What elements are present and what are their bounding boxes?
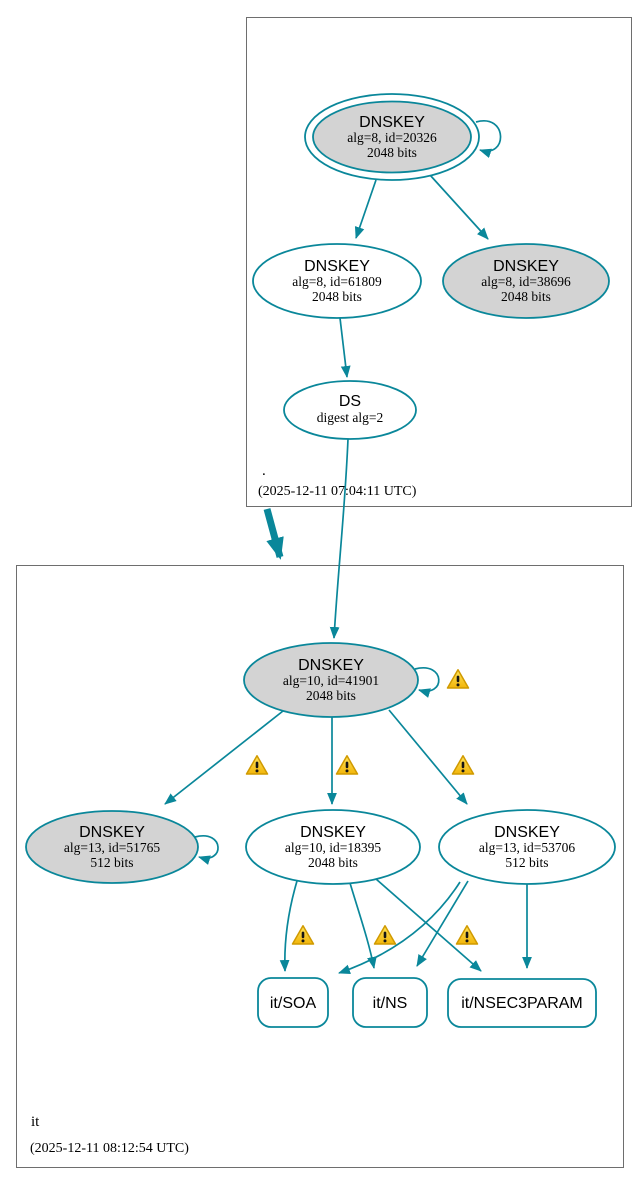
- cluster-root-timestamp: (2025-12-11 07:04:11 UTC): [258, 484, 417, 499]
- cluster-root-border: [246, 17, 632, 507]
- warning-triangle-icon[interactable]: [455, 925, 479, 945]
- node-dnskey-20326-title: DNSKEY: [359, 114, 425, 131]
- cluster-it-timestamp: (2025-12-11 08:12:54 UTC): [30, 1141, 189, 1156]
- edge-ksk20326-selfloop: [475, 119, 502, 159]
- node-rrset-it-soa[interactable]: it/SOA: [257, 977, 329, 1028]
- node-dnskey-38696-title: DNSKEY: [493, 258, 559, 275]
- node-dnskey-51765-title: DNSKEY: [79, 824, 145, 841]
- edge-ksk41901-selfloop: [414, 667, 440, 698]
- node-dnskey-51765-bits: 512 bits: [90, 855, 133, 870]
- node-dnskey-41901-detail: alg=10, id=41901: [283, 673, 379, 688]
- node-dnskey-38696-detail: alg=8, id=38696: [481, 274, 571, 289]
- node-ds[interactable]: DS digest alg=2: [283, 380, 417, 440]
- edge-key18395-ns: [349, 882, 377, 969]
- node-dnskey-18395[interactable]: DNSKEY alg=10, id=18395 2048 bits: [245, 809, 421, 885]
- node-dnskey-18395-title: DNSKEY: [300, 824, 366, 841]
- node-dnskey-41901-bits: 2048 bits: [306, 688, 356, 703]
- edge-key18395-soa: [279, 880, 298, 972]
- node-dnskey-41901-title: DNSKEY: [298, 657, 364, 674]
- node-dnskey-38696-bits: 2048 bits: [501, 289, 551, 304]
- warning-triangle-icon[interactable]: [373, 925, 397, 945]
- edge-ksk41901-key51765: [164, 710, 284, 805]
- node-dnskey-51765[interactable]: DNSKEY alg=13, id=51765 512 bits: [25, 810, 199, 884]
- node-dnskey-61809-title: DNSKEY: [304, 258, 370, 275]
- edge-key61809-ds: [339, 317, 351, 378]
- node-dnskey-53706-title: DNSKEY: [494, 824, 560, 841]
- edge-key53706-soa: [338, 881, 461, 975]
- node-dnskey-61809[interactable]: DNSKEY alg=8, id=61809 2048 bits: [252, 243, 422, 319]
- warning-triangle-icon[interactable]: [335, 755, 359, 775]
- node-dnskey-51765-detail: alg=13, id=51765: [64, 840, 160, 855]
- warning-triangle-icon[interactable]: [451, 755, 475, 775]
- rrset-it-ns-label: it/NS: [373, 995, 408, 1012]
- edge-ksk41901-key53706: [388, 709, 468, 805]
- node-rrset-it-ns[interactable]: it/NS: [352, 977, 428, 1028]
- warning-triangle-icon[interactable]: [291, 925, 315, 945]
- warning-triangle-icon[interactable]: [245, 755, 269, 775]
- cluster-root-label: .: [262, 463, 266, 479]
- node-dnskey-53706[interactable]: DNSKEY alg=13, id=53706 512 bits: [438, 809, 616, 885]
- node-ds-detail: digest alg=2: [317, 410, 383, 425]
- cluster-it-border: [16, 565, 624, 1168]
- edge-key51765-selfloop: [194, 834, 219, 865]
- edge-ds-ksk41901: [329, 438, 349, 639]
- edge-key53706-ns: [416, 880, 469, 967]
- node-dnskey-53706-bits: 512 bits: [505, 855, 548, 870]
- rrset-it-nsec3param-label: it/NSEC3PARAM: [461, 995, 583, 1012]
- edge-ksk20326-key38696: [429, 174, 489, 240]
- node-rrset-it-nsec3param[interactable]: it/NSEC3PARAM: [447, 978, 597, 1028]
- node-dnskey-20326[interactable]: DNSKEY alg=8, id=20326 2048 bits: [304, 93, 480, 181]
- cluster-it-label: it: [31, 1114, 40, 1130]
- rrset-it-soa-label: it/SOA: [270, 995, 317, 1012]
- warning-triangle-icon[interactable]: [446, 669, 470, 689]
- edge-key18395-nsec3param: [375, 878, 482, 972]
- node-dnskey-18395-detail: alg=10, id=18395: [285, 840, 381, 855]
- node-dnskey-20326-bits: 2048 bits: [367, 145, 417, 160]
- node-dnskey-61809-bits: 2048 bits: [312, 289, 362, 304]
- node-dnskey-18395-bits: 2048 bits: [308, 855, 358, 870]
- node-ds-title: DS: [339, 393, 361, 410]
- node-dnskey-41901[interactable]: DNSKEY alg=10, id=41901 2048 bits: [243, 642, 419, 718]
- node-dnskey-20326-detail: alg=8, id=20326: [347, 130, 437, 145]
- node-dnskey-38696[interactable]: DNSKEY alg=8, id=38696 2048 bits: [442, 243, 610, 319]
- edge-ksk20326-key61809: [354, 179, 377, 239]
- edge-delegation-root-it: [263, 508, 284, 560]
- node-dnskey-61809-detail: alg=8, id=61809: [292, 274, 382, 289]
- node-dnskey-53706-detail: alg=13, id=53706: [479, 840, 575, 855]
